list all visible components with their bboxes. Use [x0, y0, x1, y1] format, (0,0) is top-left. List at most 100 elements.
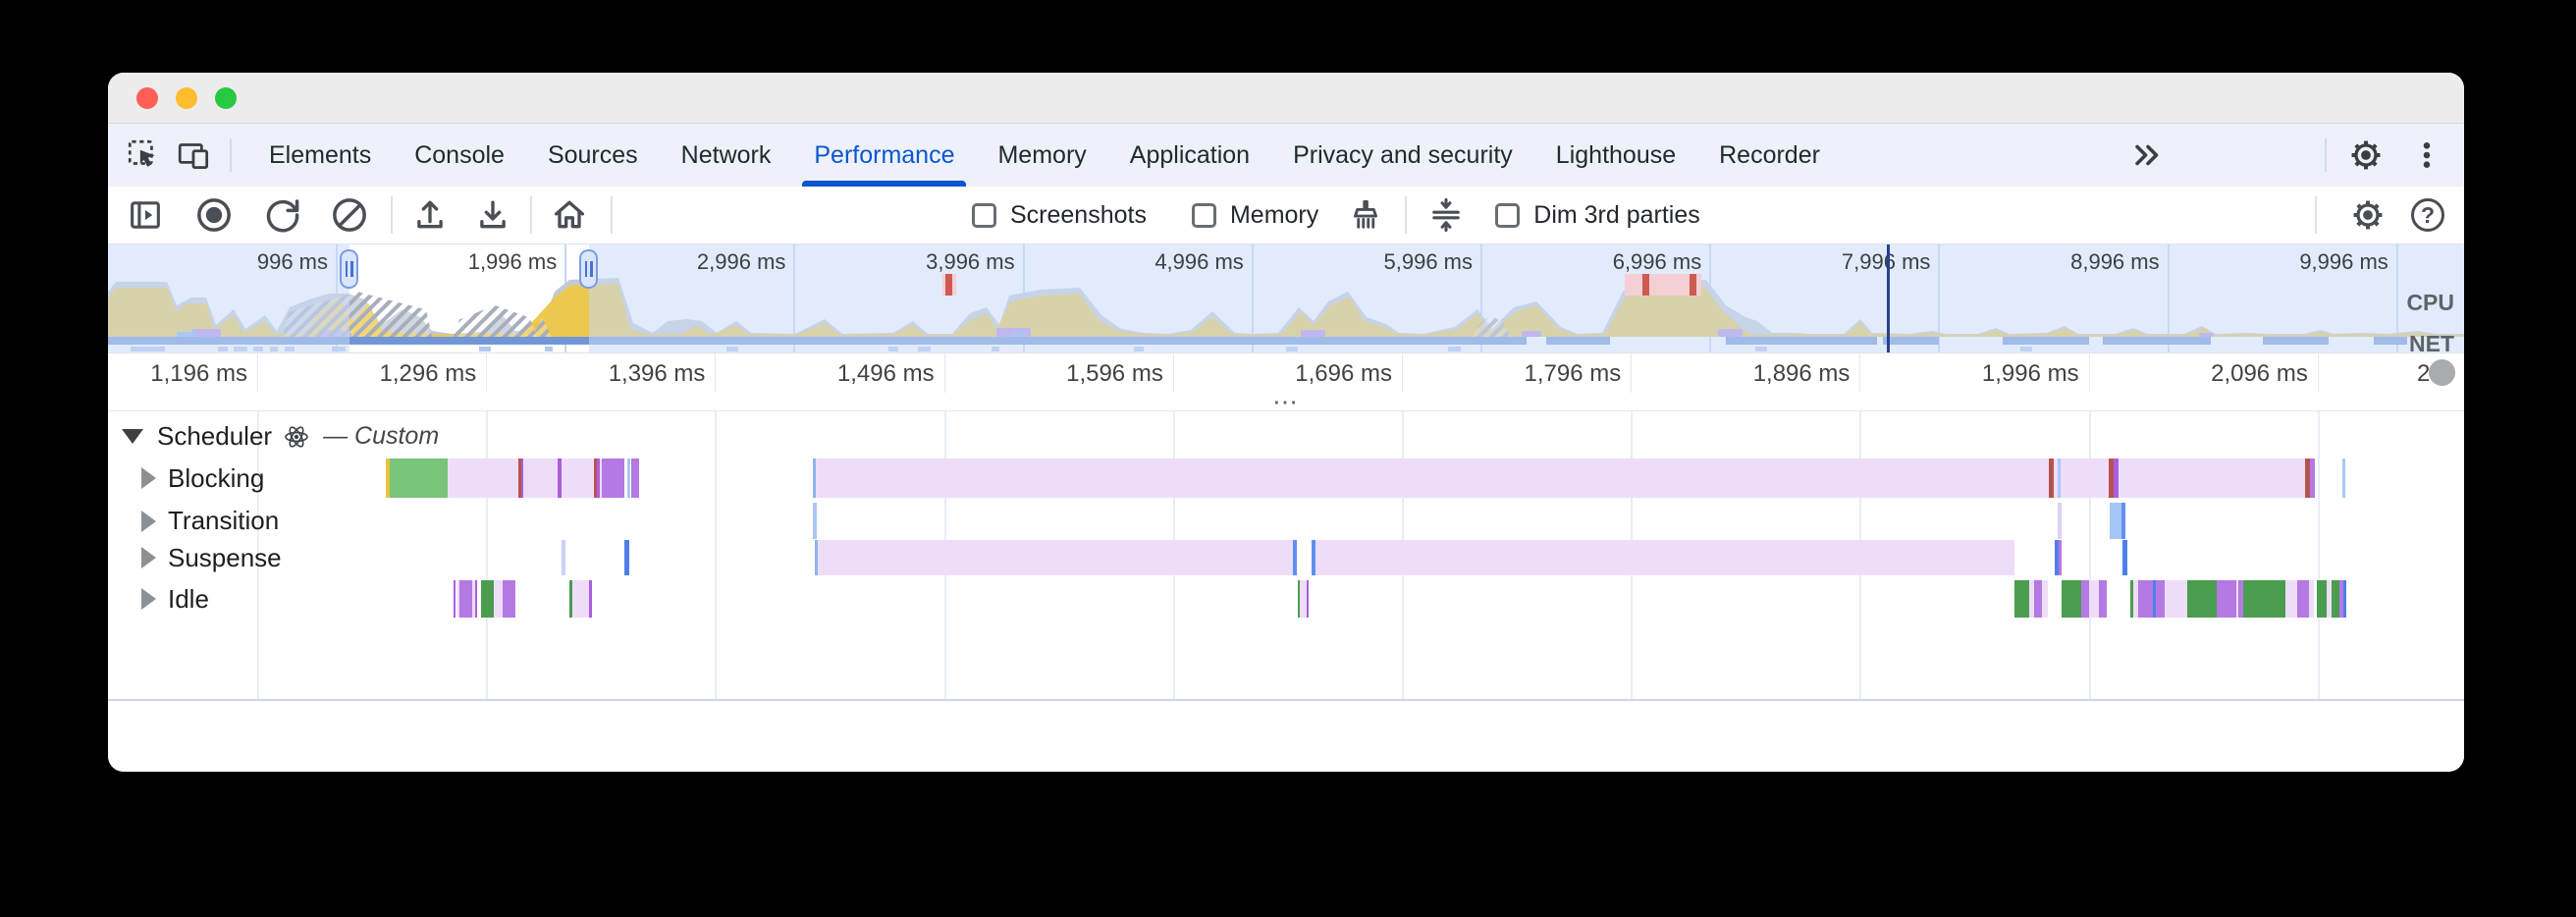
collapse-sections-icon[interactable] — [1422, 191, 1470, 239]
track-bar[interactable] — [1293, 540, 1297, 575]
track-bar[interactable] — [2089, 580, 2099, 618]
more-tabs-icon[interactable] — [2126, 134, 2170, 177]
track-bar[interactable] — [2121, 503, 2125, 539]
scrollbar-thumb[interactable] — [2429, 359, 2455, 386]
settings-gear-icon[interactable] — [2344, 134, 2388, 177]
dim-3rd-parties-checkbox[interactable]: Dim 3rd parties — [1495, 201, 1700, 230]
track-row-suspense[interactable]: Suspense — [141, 538, 282, 577]
track-bar[interactable] — [2238, 580, 2243, 618]
inspect-element-icon[interactable] — [122, 134, 165, 177]
track-bar[interactable] — [572, 580, 589, 618]
overview-dim-right[interactable] — [589, 244, 2464, 352]
track-bar[interactable] — [454, 580, 456, 618]
track-bar[interactable] — [624, 540, 629, 575]
track-bar[interactable] — [569, 580, 572, 618]
track-bar[interactable] — [1312, 540, 1315, 575]
track-bar[interactable] — [386, 458, 390, 498]
track-bar[interactable] — [2187, 580, 2217, 618]
track-bar[interactable] — [2285, 580, 2297, 618]
checkbox-box[interactable] — [1191, 202, 1216, 228]
track-bar[interactable] — [518, 458, 521, 498]
track-bar[interactable] — [815, 540, 818, 575]
track-bar[interactable] — [481, 580, 494, 618]
track-bar[interactable] — [2138, 580, 2153, 618]
track-bar[interactable] — [2343, 580, 2346, 618]
tab-sources[interactable]: Sources — [547, 140, 638, 169]
track-bar[interactable] — [494, 580, 503, 618]
track-bar[interactable] — [2062, 580, 2081, 618]
checkbox-box[interactable] — [1495, 202, 1521, 228]
track-bar[interactable] — [2310, 458, 2315, 498]
memory-checkbox[interactable]: Memory — [1191, 201, 1318, 230]
track-bar[interactable] — [2061, 458, 2109, 498]
track-bar[interactable] — [2156, 580, 2165, 618]
track-row-transition[interactable]: Transition — [141, 502, 279, 541]
track-bar[interactable] — [2342, 458, 2345, 498]
track-bar[interactable] — [813, 503, 817, 539]
selection-handle-right[interactable] — [579, 249, 598, 289]
track-bar[interactable] — [2049, 458, 2054, 498]
track-bar[interactable] — [2297, 580, 2309, 618]
track-bar[interactable] — [2110, 503, 2121, 539]
track-bar[interactable] — [2305, 458, 2310, 498]
screenshots-checkbox[interactable]: Screenshots — [972, 201, 1147, 230]
track-bar[interactable] — [1307, 580, 1309, 618]
track-bar[interactable] — [2081, 580, 2089, 618]
clear-icon[interactable] — [326, 191, 373, 239]
track-bar[interactable] — [2114, 458, 2119, 498]
tab-memory[interactable]: Memory — [997, 140, 1087, 169]
tab-console[interactable]: Console — [414, 140, 505, 169]
expand-triangle-icon[interactable] — [141, 588, 156, 610]
track-bar[interactable] — [558, 458, 562, 498]
track-bar[interactable] — [600, 458, 602, 498]
tab-application[interactable]: Application — [1129, 140, 1251, 169]
tab-performance[interactable]: Performance — [792, 124, 976, 187]
track-bar[interactable] — [475, 580, 477, 618]
collapse-triangle-icon[interactable] — [122, 429, 143, 444]
track-bar[interactable] — [818, 540, 1293, 575]
track-bar[interactable] — [816, 458, 2049, 498]
load-profile-icon[interactable] — [406, 191, 454, 239]
track-group-scheduler[interactable]: Scheduler — Custom — [122, 421, 439, 452]
pane-resize-handle[interactable]: ⋯ — [108, 389, 2464, 414]
track-bar[interactable] — [2130, 580, 2133, 618]
track-bar[interactable] — [2055, 540, 2059, 575]
toggle-sidebar-icon[interactable] — [122, 191, 169, 239]
track-bar[interactable] — [2029, 580, 2034, 618]
track-bar[interactable] — [448, 458, 518, 498]
track-bar[interactable] — [1315, 540, 2014, 575]
track-bar[interactable] — [2122, 540, 2127, 575]
track-bar[interactable] — [602, 458, 624, 498]
track-bar[interactable] — [2133, 580, 2138, 618]
track-bar[interactable] — [2058, 503, 2062, 539]
selection-handle-left[interactable] — [340, 249, 358, 289]
track-bar[interactable] — [627, 458, 630, 498]
track-bar[interactable] — [521, 458, 523, 498]
track-bar[interactable] — [562, 458, 594, 498]
track-bar[interactable] — [1300, 580, 1307, 618]
track-row-blocking[interactable]: Blocking — [141, 458, 264, 498]
track-row-idle[interactable]: Idle — [141, 579, 209, 619]
track-bar[interactable] — [457, 580, 459, 618]
track-bar[interactable] — [2042, 580, 2048, 618]
track-bar[interactable] — [459, 580, 472, 618]
track-bar[interactable] — [2243, 580, 2285, 618]
track-bar[interactable] — [390, 458, 448, 498]
track-bar[interactable] — [631, 458, 639, 498]
track-bar[interactable] — [562, 540, 565, 575]
track-bar[interactable] — [2058, 458, 2061, 498]
checkbox-box[interactable] — [972, 202, 996, 228]
help-icon[interactable]: ? — [2411, 198, 2444, 232]
track-bar[interactable] — [2054, 458, 2058, 498]
track-bar[interactable] — [813, 458, 816, 498]
tab-elements[interactable]: Elements — [269, 140, 372, 169]
track-bar[interactable] — [523, 458, 558, 498]
track-bar[interactable] — [472, 580, 475, 618]
collect-garbage-icon[interactable] — [1342, 191, 1389, 239]
device-toolbar-icon[interactable] — [173, 134, 216, 177]
track-bar[interactable] — [2317, 580, 2327, 618]
minimize-window-button[interactable] — [176, 87, 197, 109]
tab-network[interactable]: Network — [680, 140, 772, 169]
track-bar[interactable] — [2217, 580, 2236, 618]
